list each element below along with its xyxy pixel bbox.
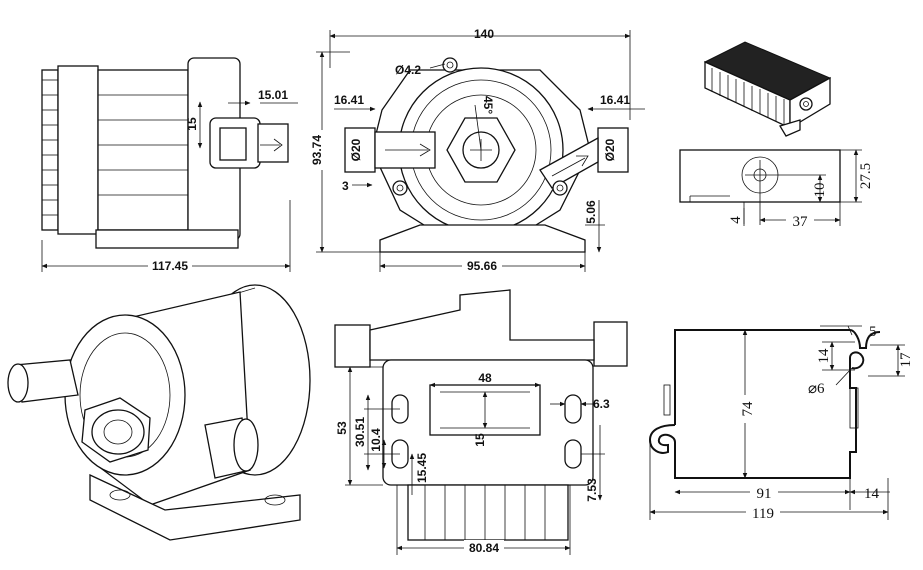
flow-arrow-icon bbox=[551, 155, 589, 177]
front-view: 140 Ø4.2 45° 16.41 16.41 Ø20 Ø20 93.74 3… bbox=[310, 27, 645, 273]
bracket-view: 74 5 14 17 ⌀6 91 14 119 bbox=[648, 324, 914, 522]
bv-top-housing bbox=[369, 289, 595, 361]
left-port bbox=[344, 127, 376, 173]
motor-end-cap bbox=[41, 69, 59, 231]
motor-housing-front bbox=[57, 65, 99, 235]
motor-fins bbox=[42, 79, 58, 216]
dim-bracket-hole: ⌀6 bbox=[808, 381, 825, 397]
dim-right-nozzle: 16.41 bbox=[600, 93, 630, 107]
controller-tab bbox=[779, 119, 801, 137]
dim-upper-depth: 14 bbox=[816, 348, 832, 364]
outlet-nozzle bbox=[257, 123, 289, 163]
dim-hole-dia: Ø4.2 bbox=[395, 63, 421, 77]
dim-top-gap: 5 bbox=[869, 324, 877, 340]
bv-hole-br bbox=[564, 439, 582, 469]
dim-height: 93.74 bbox=[310, 135, 324, 165]
controller-iso bbox=[703, 41, 832, 137]
dim-length: 117.45 bbox=[152, 259, 188, 273]
bracket-hook bbox=[849, 329, 881, 349]
dim-controller-height: 27.5 bbox=[858, 163, 874, 189]
iso-base bbox=[89, 473, 301, 541]
dim-bracket-height: 74 bbox=[740, 401, 756, 417]
dim-right-margin: 14 bbox=[864, 486, 880, 502]
dim-outer-height: 53 bbox=[335, 421, 349, 435]
dim-slot-width: 48 bbox=[478, 371, 492, 385]
right-channel bbox=[539, 136, 599, 189]
dim-lower-offset: 10.4 bbox=[369, 428, 383, 452]
dim-controller-hole: 10 bbox=[812, 183, 828, 198]
dim-wall: 3 bbox=[342, 179, 349, 193]
dim-base-thickness: 5.06 bbox=[584, 200, 598, 224]
bracket-hole bbox=[849, 351, 865, 370]
dim-right-port: Ø20 bbox=[603, 138, 617, 161]
iso-center-port bbox=[91, 409, 145, 455]
bv-motor bbox=[407, 484, 569, 541]
front-base bbox=[379, 224, 586, 253]
dim-outlet-offset: 15.01 bbox=[258, 88, 288, 102]
pump-iso-view bbox=[7, 284, 311, 541]
dim-hole-size: 6.3 bbox=[593, 397, 610, 411]
controller-fins bbox=[711, 68, 785, 125]
motor-housing bbox=[97, 69, 189, 231]
bv-left-port bbox=[334, 324, 371, 368]
right-port bbox=[597, 127, 629, 173]
dim-total-depth: 17 bbox=[898, 352, 914, 368]
flow-arrow-icon bbox=[260, 138, 283, 152]
dim-inner-width: 91 bbox=[757, 486, 772, 502]
bottom-view: 48 15 6.3 53 30.51 10.4 15.45 7.53 80.84 bbox=[334, 289, 628, 555]
dim-edge-offset: 7.53 bbox=[585, 478, 599, 502]
dim-hole-gap: 15.45 bbox=[415, 453, 429, 483]
dim-base-width: 95.66 bbox=[467, 259, 497, 273]
dim-bracket-width: 119 bbox=[752, 506, 774, 522]
bv-right-port bbox=[593, 321, 628, 367]
dim-bottom-width: 80.84 bbox=[469, 541, 499, 555]
dim-width: 140 bbox=[474, 27, 494, 41]
flow-arrow-icon bbox=[385, 143, 431, 157]
side-base bbox=[95, 229, 239, 249]
dim-left-nozzle: 16.41 bbox=[334, 93, 364, 107]
dim-controller-pos: 37 bbox=[793, 214, 809, 230]
dim-hole-pitch: 30.51 bbox=[353, 417, 367, 447]
dim-inlet-height: 15 bbox=[185, 117, 199, 131]
bv-hole-tr bbox=[564, 394, 582, 424]
controller-side-view: 27.5 10 37 4 bbox=[679, 149, 874, 230]
outlet-bore bbox=[219, 127, 247, 161]
bracket-notch bbox=[648, 424, 676, 465]
dim-controller-foot: 4 bbox=[728, 216, 744, 224]
dim-angle: 45° bbox=[481, 96, 495, 114]
side-view: 117.45 15.01 15 bbox=[41, 57, 298, 273]
dim-left-port: Ø20 bbox=[349, 138, 363, 161]
dim-slot-height: 15 bbox=[473, 433, 487, 447]
